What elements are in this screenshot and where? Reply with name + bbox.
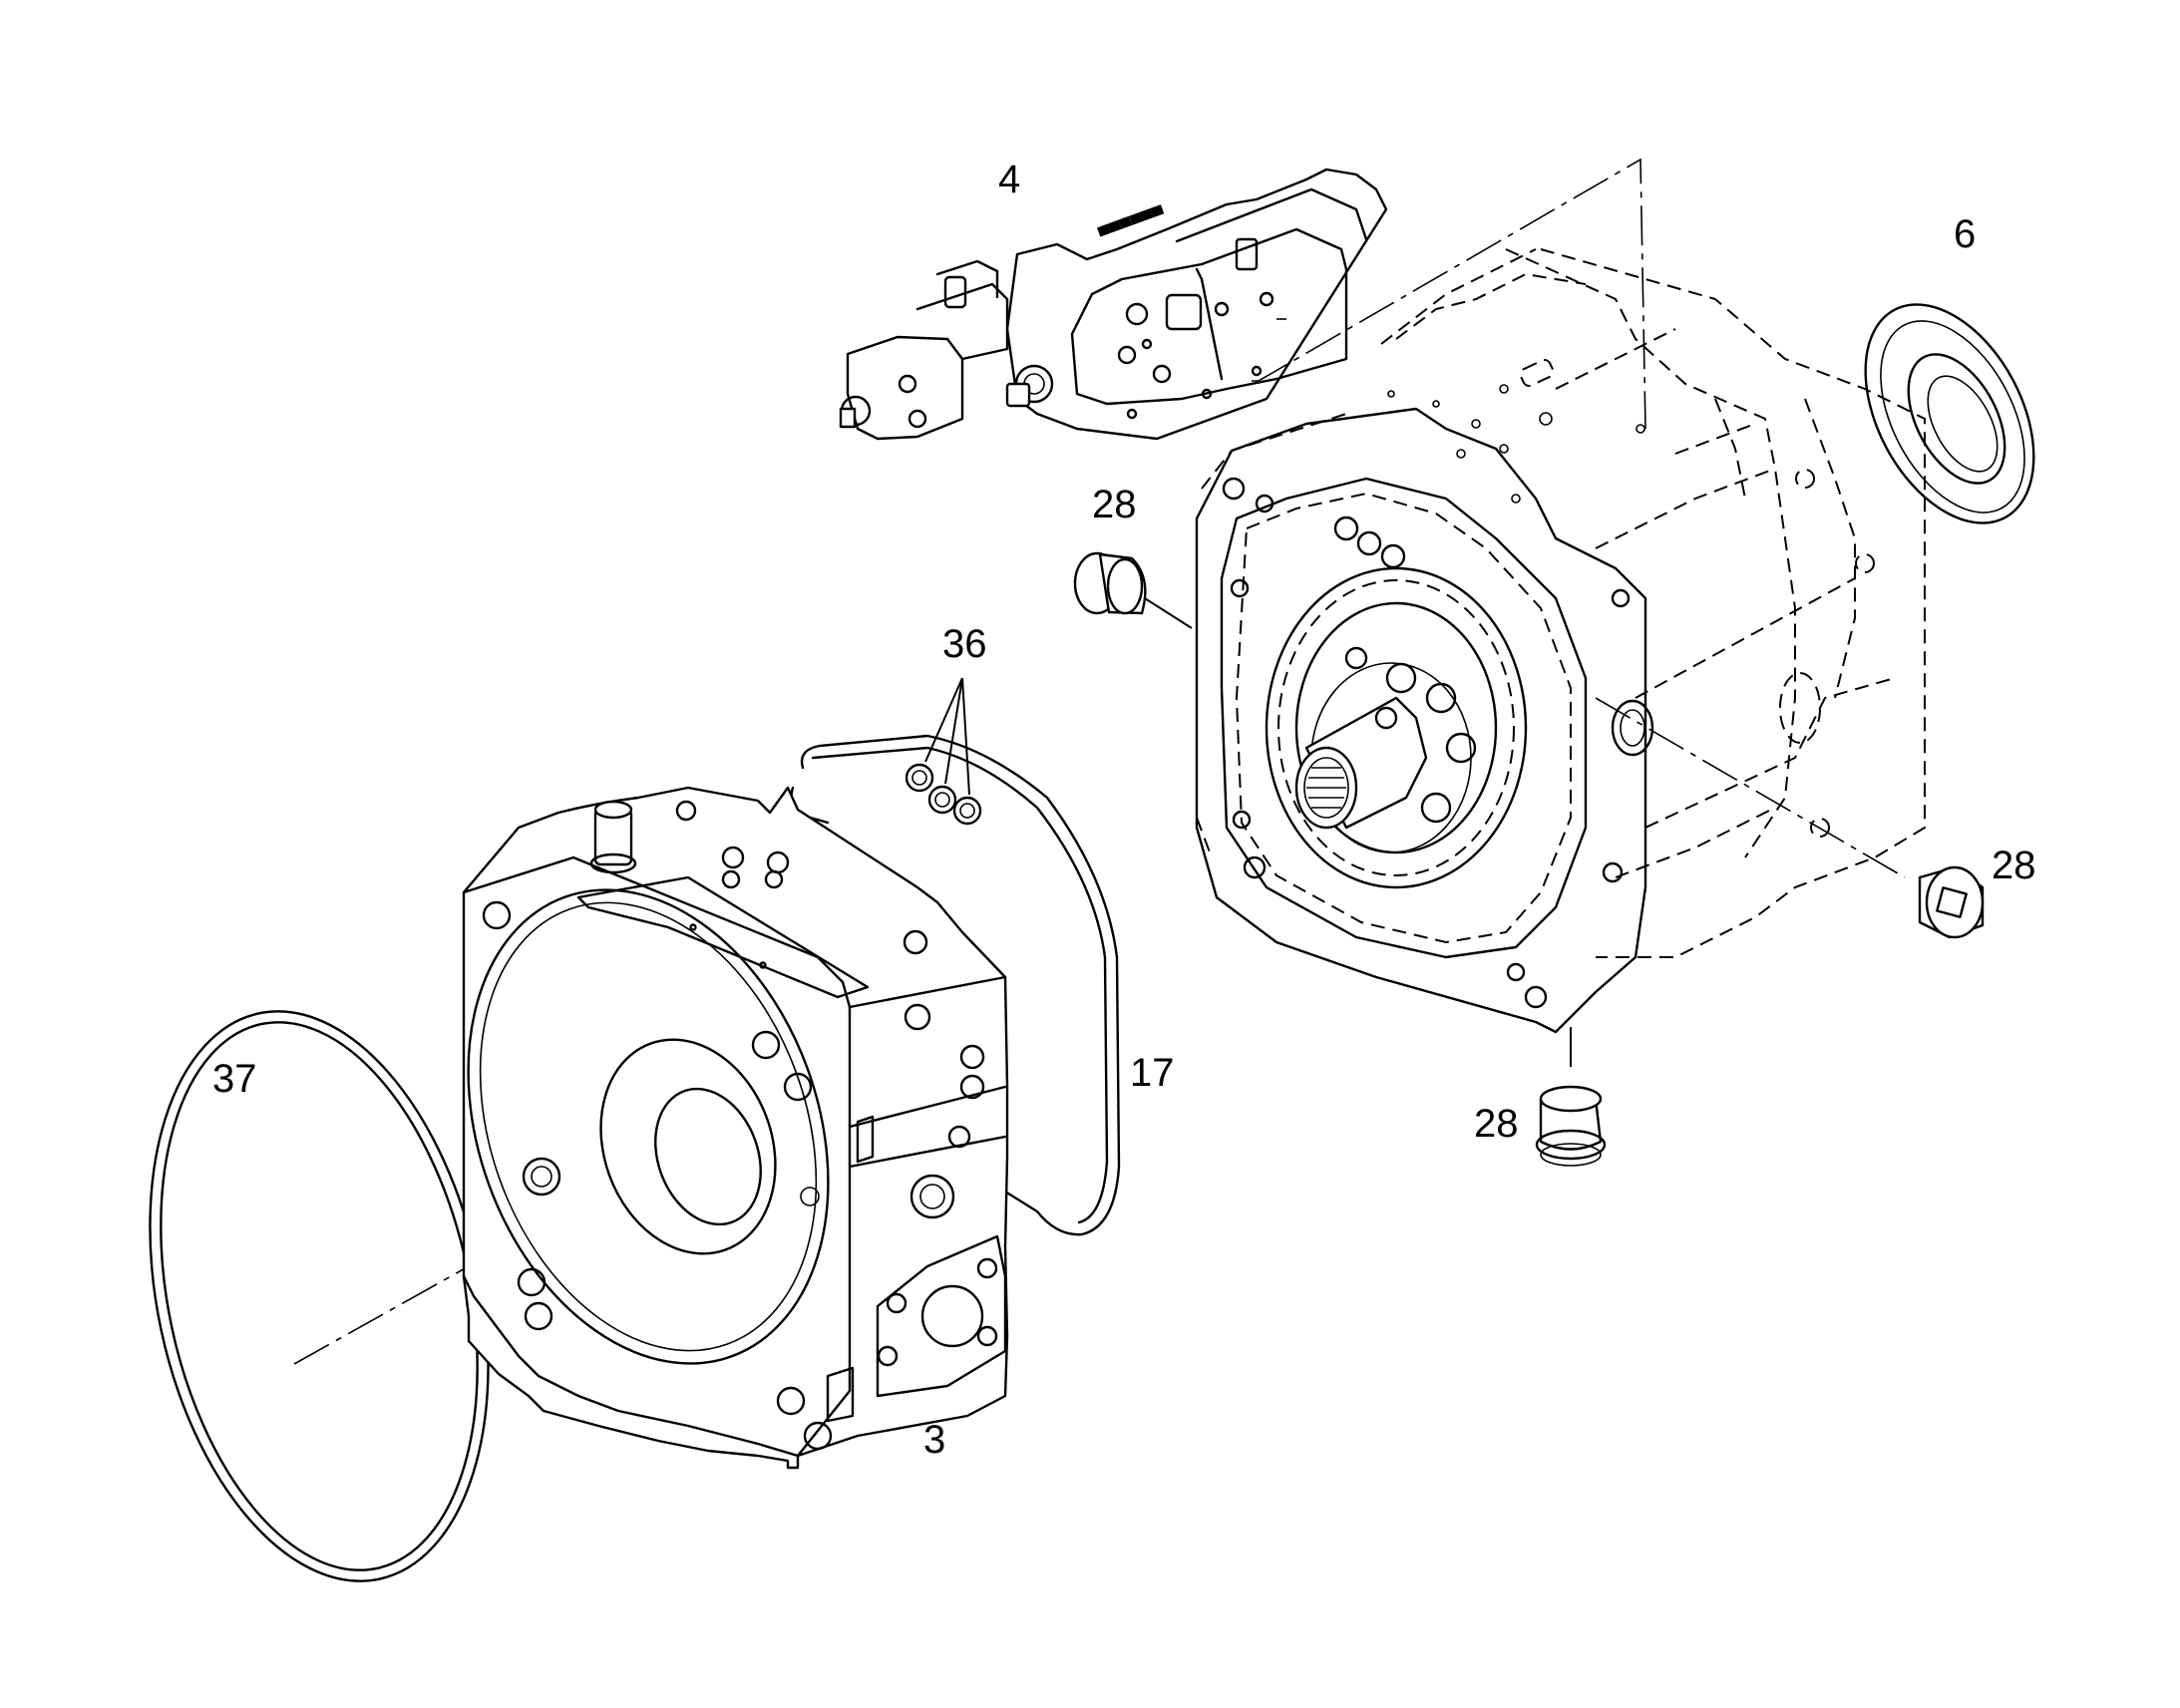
o-rings-36 [905,763,982,826]
plug-axis-line-top [1136,592,1193,629]
plug-28-bottom [1535,1085,1607,1167]
callout-3: 3 [923,1418,945,1462]
callout-28-right: 28 [1992,844,2036,887]
plug-28-right [1918,865,1985,939]
callout-37: 37 [212,1057,257,1101]
leader-lines-36 [924,677,970,796]
callout-6: 6 [1954,212,1976,256]
callout-28-bottom: 28 [1474,1102,1519,1146]
callout-36: 36 [942,622,987,666]
callout-28-top: 28 [1092,483,1137,526]
end-cover-housing-3 [462,786,1009,1470]
main-housing [1195,248,1926,1034]
plug-28-top [1073,551,1147,615]
housing-axis-line [1595,697,1906,878]
callout-4: 4 [998,158,1020,201]
callout-17: 17 [1130,1051,1175,1095]
valve-4: ▀▀▀▀▀▀ [839,168,1388,441]
shaft-seal-6 [1864,303,2035,524]
valve-alignment-line [1252,158,1646,430]
